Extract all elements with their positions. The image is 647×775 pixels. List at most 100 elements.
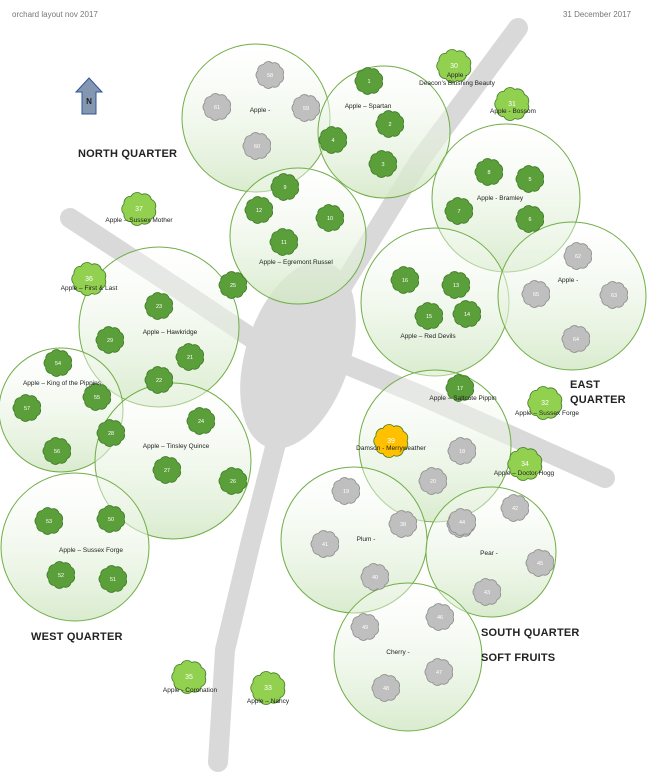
tree-48[interactable]: 48 (371, 674, 400, 702)
tree-24[interactable]: 24 (186, 407, 215, 435)
tree-13[interactable]: 13 (441, 271, 470, 299)
tree-29[interactable]: 29 (95, 326, 124, 354)
central-roundabout (240, 261, 356, 449)
tree-34[interactable]: 34 (507, 447, 543, 481)
tree-38[interactable]: 38 (388, 510, 417, 538)
tree-56[interactable]: 56 (42, 437, 71, 465)
tree-number: 33 (264, 685, 272, 692)
tree-9[interactable]: 9 (270, 173, 299, 201)
group-label-kingpippins: Apple – King of the Pippins (23, 380, 102, 387)
tree-60[interactable]: 60 (242, 132, 271, 160)
tree-61[interactable]: 61 (202, 93, 231, 121)
tree-64[interactable]: 64 (561, 325, 590, 353)
tree-23[interactable]: 23 (144, 292, 173, 320)
tree-crown-icon (186, 407, 215, 435)
tree-number: 9 (283, 185, 286, 191)
east-quarter-label-2: QUARTER (570, 394, 626, 406)
tree-49[interactable]: 49 (350, 613, 379, 641)
tree-50[interactable]: 50 (96, 505, 125, 533)
tree-37[interactable]: 37 (121, 192, 157, 226)
standalone-label-coronation: Apple - Coronation (163, 687, 218, 694)
tree-number: 17 (457, 386, 463, 392)
tree-57[interactable]: 57 (12, 394, 41, 422)
tree-crown-icon (444, 197, 473, 225)
tree-2[interactable]: 2 (375, 110, 404, 138)
tree-18[interactable]: 18 (447, 437, 476, 465)
tree-33[interactable]: 33 (250, 671, 286, 705)
tree-16[interactable]: 16 (390, 266, 419, 294)
tree-53[interactable]: 53 (34, 507, 63, 535)
tree-27[interactable]: 27 (152, 456, 181, 484)
tree-54[interactable]: 54 (43, 349, 72, 377)
tree-crown-icon (447, 508, 476, 536)
tree-number: 63 (611, 293, 617, 299)
tree-40[interactable]: 40 (360, 563, 389, 591)
tree-35[interactable]: 35 (171, 660, 207, 694)
tree-20[interactable]: 20 (418, 467, 447, 495)
tree-32[interactable]: 32 (527, 386, 563, 420)
tree-crown-icon (425, 603, 454, 631)
tree-11[interactable]: 11 (269, 228, 298, 256)
tree-5[interactable]: 5 (515, 165, 544, 193)
tree-number: 55 (94, 395, 100, 401)
standalone-label-bossom: Apple - Bossom (490, 108, 536, 115)
tree-6[interactable]: 6 (515, 205, 544, 233)
tree-65[interactable]: 65 (521, 280, 550, 308)
tree-7[interactable]: 7 (444, 197, 473, 225)
tree-26[interactable]: 26 (218, 467, 247, 495)
tree-crown-icon (318, 126, 347, 154)
tree-crown-icon (175, 343, 204, 371)
tree-crown-icon (527, 386, 563, 420)
tree-58[interactable]: 58 (255, 61, 284, 89)
tree-25[interactable]: 25 (218, 271, 247, 299)
tree-number: 8 (487, 170, 490, 176)
tree-number: 36 (85, 276, 93, 283)
tree-21[interactable]: 21 (175, 343, 204, 371)
tree-41[interactable]: 41 (310, 530, 339, 558)
tree-42[interactable]: 42 (500, 494, 529, 522)
tree-52[interactable]: 52 (46, 561, 75, 589)
tree-10[interactable]: 10 (315, 204, 344, 232)
tree-12[interactable]: 12 (244, 196, 273, 224)
tree-47[interactable]: 47 (424, 658, 453, 686)
tree-crown-icon (270, 173, 299, 201)
tree-59[interactable]: 59 (291, 94, 320, 122)
tree-36[interactable]: 36 (71, 262, 107, 296)
tree-39[interactable]: 39 (373, 424, 409, 458)
tree-55[interactable]: 55 (82, 383, 111, 411)
tree-44[interactable]: 44 (447, 508, 476, 536)
tree-43[interactable]: 43 (472, 578, 501, 606)
tree-1[interactable]: 1 (354, 67, 383, 95)
tree-19[interactable]: 19 (331, 477, 360, 505)
tree-crown-icon (96, 419, 125, 447)
tree-number: 10 (327, 216, 333, 222)
tree-number: 32 (541, 400, 549, 407)
tree-crown-icon (202, 93, 231, 121)
group-label-plum: Plum - (357, 536, 376, 543)
tree-30[interactable]: 30 (436, 49, 472, 83)
tree-number: 38 (400, 522, 406, 528)
tree-22[interactable]: 22 (144, 366, 173, 394)
tree-45[interactable]: 45 (525, 549, 554, 577)
tree-crown-icon (368, 150, 397, 178)
tree-crown-icon (525, 549, 554, 577)
tree-17[interactable]: 17 (445, 374, 474, 402)
tree-15[interactable]: 15 (414, 302, 443, 330)
tree-crown-icon (98, 565, 127, 593)
tree-46[interactable]: 46 (425, 603, 454, 631)
tree-14[interactable]: 14 (452, 300, 481, 328)
tree-51[interactable]: 51 (98, 565, 127, 593)
tree-8[interactable]: 8 (474, 158, 503, 186)
tree-number: 42 (512, 506, 518, 512)
tree-crown-icon (424, 658, 453, 686)
tree-63[interactable]: 63 (599, 281, 628, 309)
standalone-label-deacon: Apple -Deacon’s Blushing Beauty (419, 72, 496, 87)
group-circle-reddevils (360, 227, 510, 377)
tree-crown-icon (472, 578, 501, 606)
tree-28[interactable]: 28 (96, 419, 125, 447)
tree-3[interactable]: 3 (368, 150, 397, 178)
tree-62[interactable]: 62 (563, 242, 592, 270)
tree-crown-icon (418, 467, 447, 495)
tree-4[interactable]: 4 (318, 126, 347, 154)
tree-31[interactable]: 31 (494, 87, 530, 121)
